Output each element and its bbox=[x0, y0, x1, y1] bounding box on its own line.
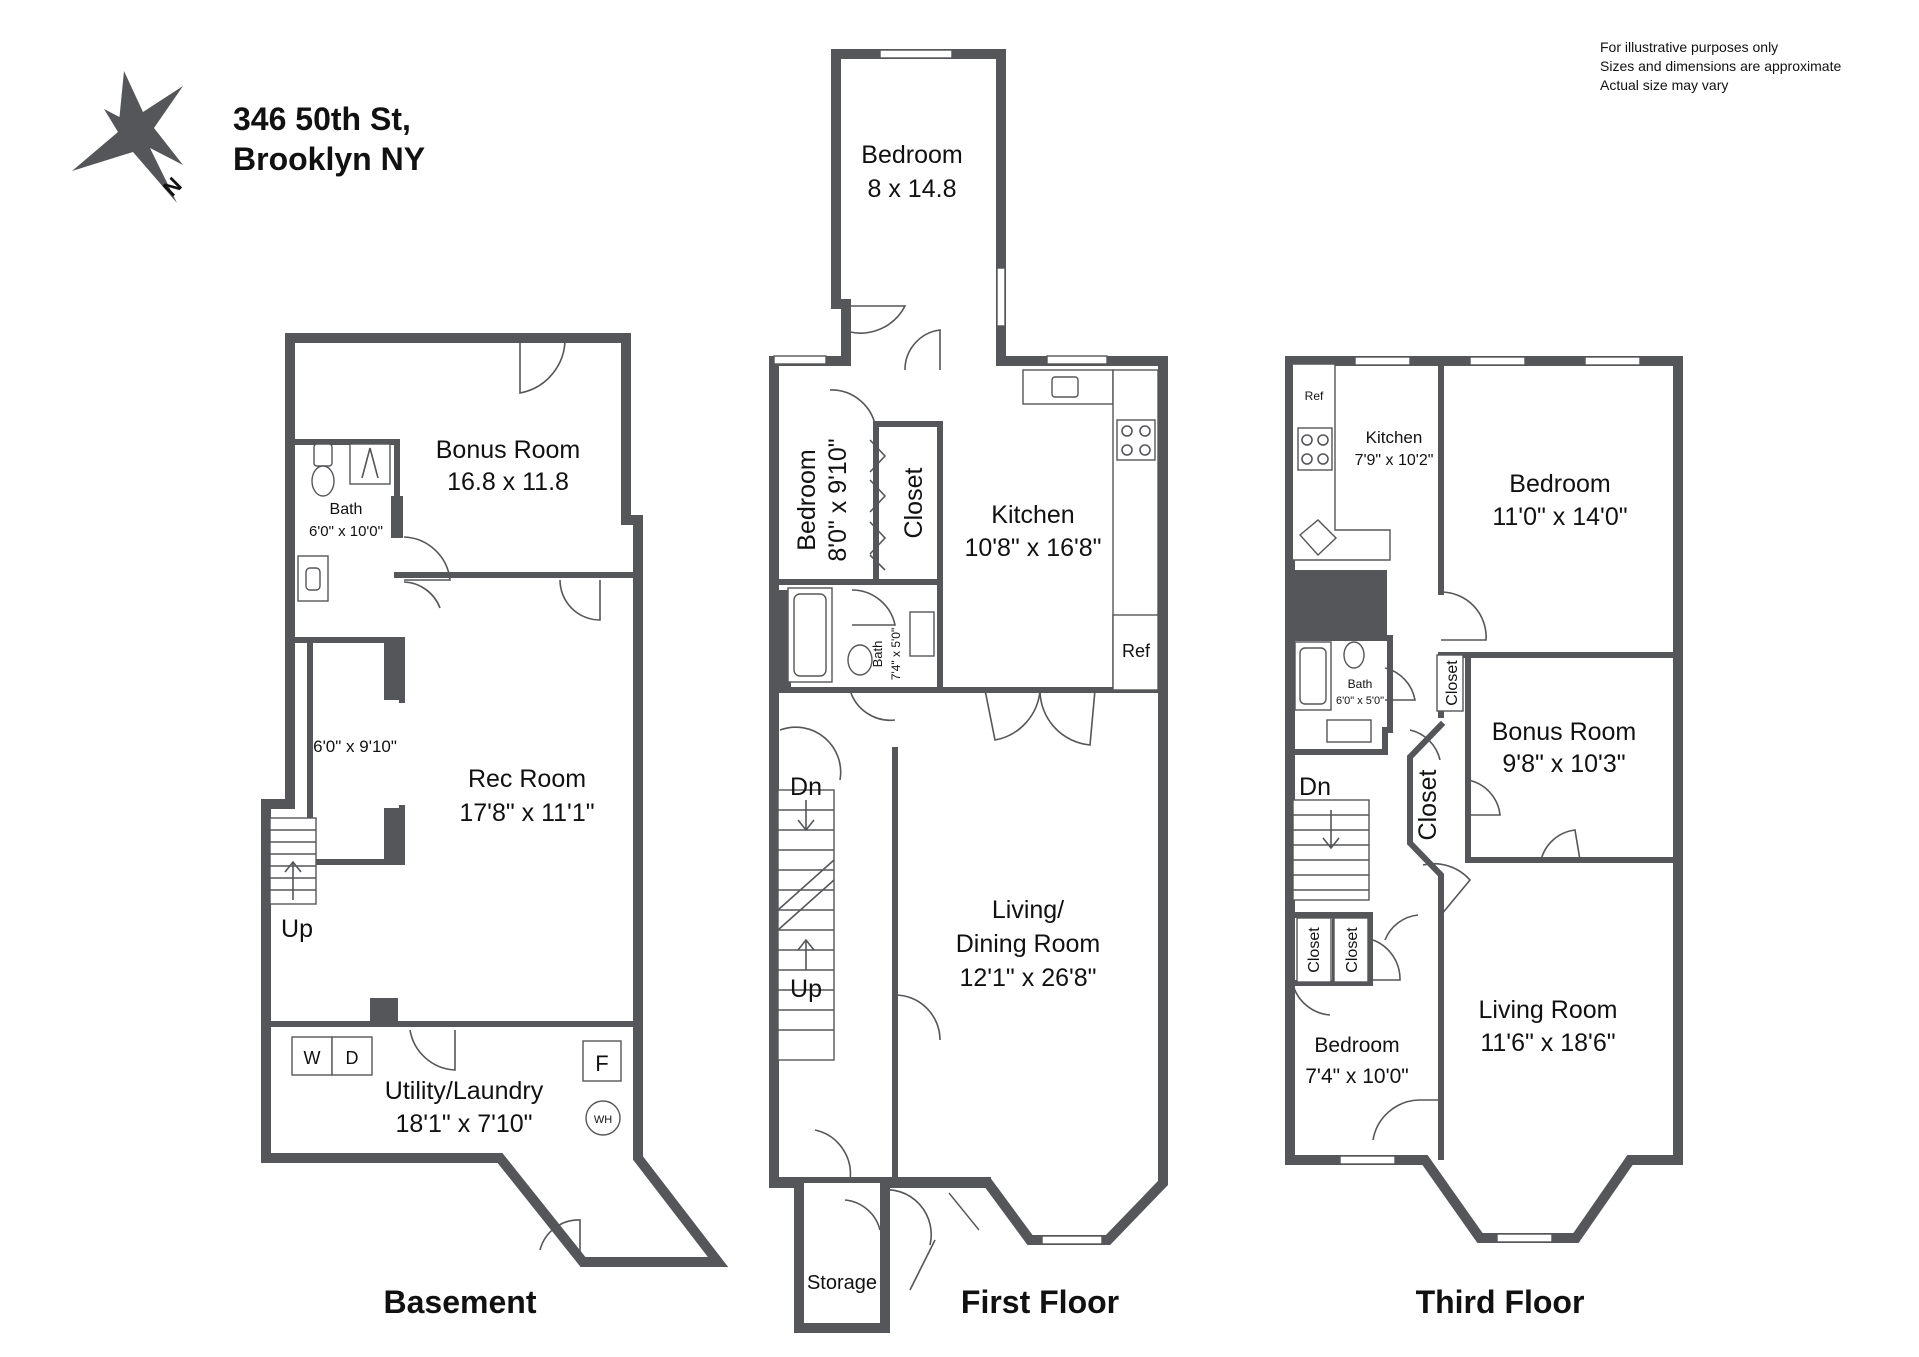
water-heater-label: WH bbox=[594, 1114, 612, 1126]
first-stairs-up: Up bbox=[790, 975, 822, 1003]
disclaimer-line-1: For illustrative purposes only bbox=[1600, 39, 1778, 55]
utility-laundry-name: Utility/Laundry bbox=[385, 1077, 544, 1105]
first-kitchen-name: Kitchen bbox=[991, 501, 1074, 529]
third-closet-3: Closet bbox=[1306, 927, 1323, 973]
storage-label: Storage bbox=[807, 1272, 877, 1294]
third-closet-4: Closet bbox=[1344, 927, 1361, 973]
rear-bedroom-name: Bedroom bbox=[861, 141, 962, 169]
living-dining-name-1: Living/ bbox=[992, 896, 1064, 924]
basement-nook-size: 6'0" x 9'10" bbox=[313, 737, 397, 756]
first-bath-name: Bath bbox=[870, 641, 885, 668]
basement-bonus-room-name: Bonus Room bbox=[436, 436, 581, 464]
washer-icon bbox=[291, 1036, 333, 1076]
third-living-room-size: 11'6" x 18'6" bbox=[1480, 1029, 1615, 1057]
door-icon bbox=[519, 337, 566, 394]
disclaimer-line-2: Sizes and dimensions are approximate bbox=[1600, 58, 1841, 74]
first-stairs-down: Dn bbox=[790, 773, 822, 801]
third-bedroom-small-name: Bedroom bbox=[1314, 1034, 1399, 1057]
basement-title: Basement bbox=[384, 1284, 537, 1320]
third-bedroom-small-size: 7'4" x 10'0" bbox=[1305, 1065, 1409, 1088]
third-bedroom-large-name: Bedroom bbox=[1509, 470, 1610, 498]
living-dining-name-2: Dining Room bbox=[956, 930, 1101, 958]
third-closet-2: Closet bbox=[1414, 770, 1442, 841]
third-stairs-down: Dn bbox=[1299, 773, 1331, 801]
rec-room-size: 17'8" x 11'1" bbox=[459, 799, 594, 827]
utility-laundry-size: 18'1" x 7'10" bbox=[395, 1110, 532, 1138]
basement-bath-size: 6'0" x 10'0" bbox=[309, 523, 383, 540]
first-bedroom-size: 8'0" x 9'10" bbox=[824, 438, 852, 561]
furnace-icon bbox=[582, 1040, 622, 1082]
third-bedroom-large-size: 11'0" x 14'0" bbox=[1492, 503, 1627, 531]
first-floor-title: First Floor bbox=[961, 1284, 1119, 1320]
address-line-1: 346 50th St, bbox=[233, 101, 411, 137]
third-bonus-room-name: Bonus Room bbox=[1492, 718, 1637, 746]
third-kitchen-name: Kitchen bbox=[1366, 428, 1423, 447]
dryer-icon bbox=[331, 1036, 373, 1076]
third-bath-name: Bath bbox=[1348, 677, 1373, 691]
first-kitchen-size: 10'8" x 16'8" bbox=[964, 534, 1101, 562]
third-living-room-name: Living Room bbox=[1479, 996, 1618, 1024]
third-bonus-room-size: 9'8" x 10'3" bbox=[1502, 750, 1625, 778]
rec-room-name: Rec Room bbox=[468, 765, 586, 793]
basement-bonus-room-size: 16.8 x 11.8 bbox=[447, 468, 569, 496]
third-bath-size: 6'0" x 5'0" bbox=[1336, 695, 1384, 707]
rear-bedroom-size: 8 x 14.8 bbox=[868, 175, 957, 203]
basement-stairs-label: Up bbox=[281, 915, 313, 943]
furnace-label: F bbox=[595, 1051, 608, 1076]
living-dining-size: 12'1" x 26'8" bbox=[959, 964, 1096, 992]
first-bedroom-name: Bedroom bbox=[793, 449, 821, 550]
washer-label: W bbox=[304, 1048, 321, 1068]
third-ref-label: Ref bbox=[1305, 389, 1324, 403]
third-floor-title: Third Floor bbox=[1416, 1284, 1585, 1320]
first-floor-plan: Bedroom 8 x 14.8 Bedroom 8'0" x 9'10" Cl… bbox=[769, 49, 1168, 1333]
first-ref-label: Ref bbox=[1122, 641, 1151, 661]
first-bath-size: 7'4" x 5'0" bbox=[889, 628, 903, 680]
compass-icon: N bbox=[72, 71, 187, 203]
address-line-2: Brooklyn NY bbox=[233, 141, 425, 177]
first-closet-label: Closet bbox=[900, 468, 928, 539]
basement-plan: W D F WH Bonus Room 16.8 x 11.8 Bath 6'0… bbox=[261, 333, 729, 1320]
closet-outline bbox=[1436, 654, 1464, 712]
water-heater-icon bbox=[585, 1100, 621, 1136]
disclaimer-line-3: Actual size may vary bbox=[1600, 77, 1728, 93]
dryer-label: D bbox=[346, 1048, 359, 1068]
basement-bath-name: Bath bbox=[330, 501, 363, 518]
third-closet-1: Closet bbox=[1444, 660, 1461, 706]
third-floor-plan: Ref Kitchen 7'9" x 10'2" Bedroom 11'0" x… bbox=[1285, 356, 1683, 1320]
third-kitchen-size: 7'9" x 10'2" bbox=[1355, 452, 1434, 469]
